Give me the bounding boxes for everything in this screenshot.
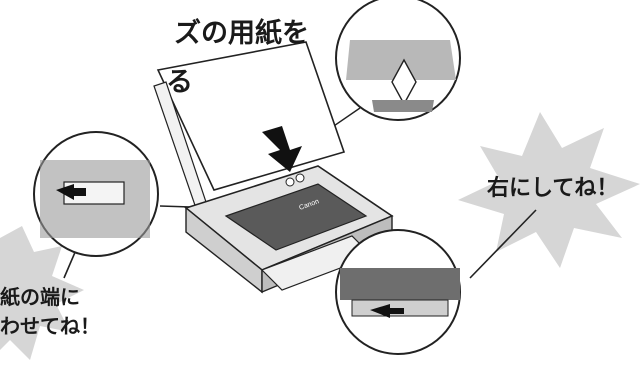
power-button xyxy=(286,178,294,186)
headline-line-1: ズの用紙を xyxy=(174,18,309,50)
right-bubble-caption: 右にしてね！ xyxy=(487,176,618,202)
left-bubble-caption-line-1: 紙の端に xyxy=(0,285,80,309)
resume-button xyxy=(296,174,304,182)
left-zoom-circle xyxy=(34,132,158,256)
headline-line-2: る xyxy=(166,67,193,99)
left-bubble-caption-line-2: わせてね！ xyxy=(0,314,100,338)
top-right-zoom-circle xyxy=(336,0,460,120)
bottom-right-zoom-circle xyxy=(336,230,460,354)
